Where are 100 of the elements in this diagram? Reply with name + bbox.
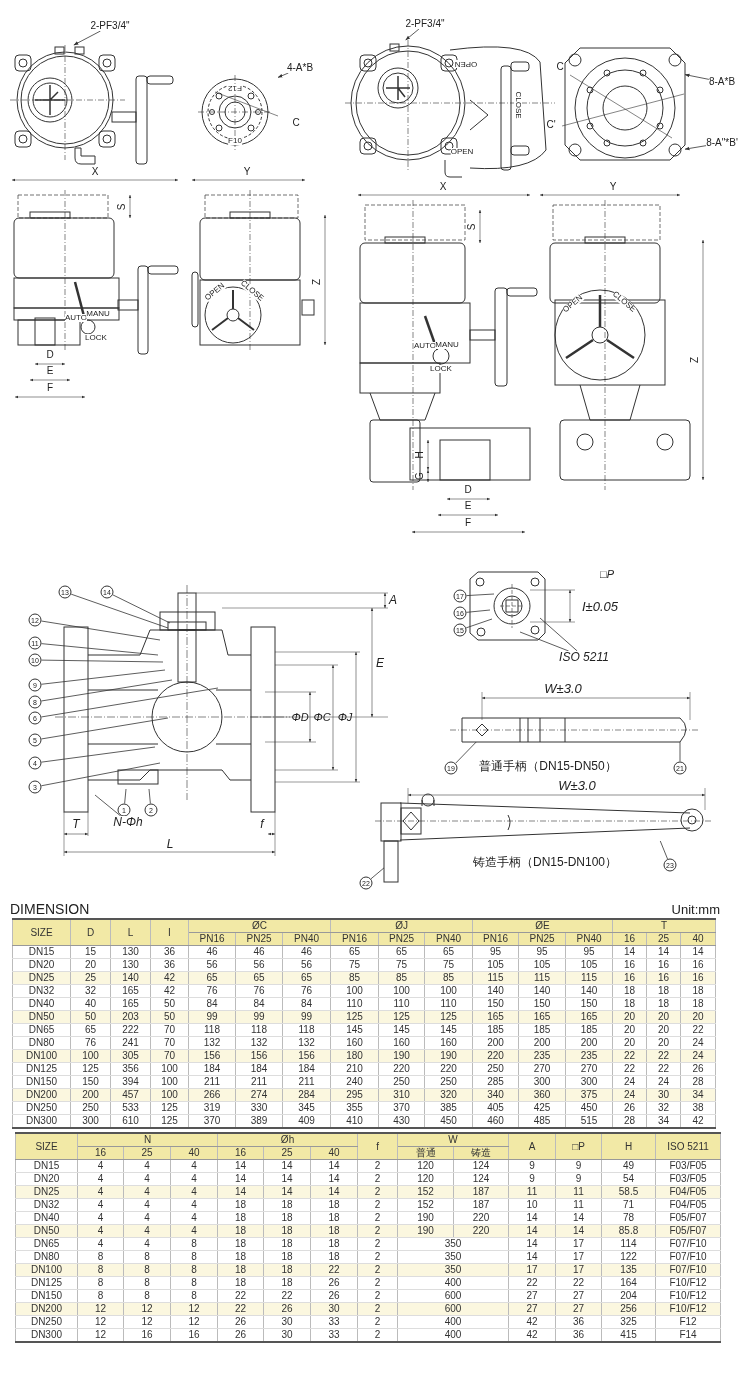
table-cell: 18 bbox=[310, 1250, 358, 1264]
dimension-label: S bbox=[467, 223, 477, 231]
table-cell: 165 bbox=[110, 997, 151, 1011]
callout-label: 2-PF3/4" bbox=[405, 19, 445, 29]
marking-text: AUTO bbox=[64, 314, 88, 322]
dimension-label: E bbox=[46, 366, 54, 376]
leader-line bbox=[41, 687, 219, 718]
table-cell: 36 bbox=[150, 958, 189, 972]
unit-note: Unit:mm bbox=[671, 903, 720, 916]
table-cell: 114 bbox=[601, 1237, 656, 1251]
table-cell: 95 bbox=[518, 945, 566, 959]
table-cell: 184 bbox=[188, 1062, 236, 1076]
table-cell: 18 bbox=[646, 997, 681, 1011]
leader-line bbox=[41, 762, 161, 787]
table-cell: 17 bbox=[555, 1250, 602, 1264]
leader-line bbox=[148, 788, 151, 804]
table-cell: 18 bbox=[217, 1250, 264, 1264]
table-cell: 355 bbox=[330, 1101, 379, 1115]
table-cell: 9 bbox=[508, 1159, 556, 1173]
table-cell: 4 bbox=[123, 1211, 171, 1225]
table-cell: 18 bbox=[217, 1211, 264, 1225]
table-cell: 132 bbox=[282, 1036, 331, 1050]
table-cell: 250 bbox=[378, 1075, 425, 1089]
table-cell: 26 bbox=[310, 1276, 358, 1290]
table-cell: 78 bbox=[601, 1211, 656, 1225]
table-cell: 211 bbox=[235, 1075, 283, 1089]
table-cell: 220 bbox=[453, 1211, 509, 1225]
column-header: SIZE bbox=[15, 1133, 78, 1160]
table-cell: 185 bbox=[472, 1023, 519, 1037]
table-cell: 20 bbox=[70, 958, 111, 972]
table-cell: 150 bbox=[70, 1075, 111, 1089]
table-cell: 8 bbox=[123, 1250, 171, 1264]
table-cell: 18 bbox=[680, 997, 716, 1011]
table-cell: 120 bbox=[397, 1159, 454, 1173]
marking-text: AUTO bbox=[413, 342, 437, 350]
table-cell: 140 bbox=[565, 984, 613, 998]
dimension-label: F bbox=[464, 518, 472, 528]
table-cell: 350 bbox=[397, 1237, 509, 1251]
table-cell: 27 bbox=[508, 1289, 556, 1303]
leader-line bbox=[466, 609, 491, 613]
table-cell: 22 bbox=[612, 1062, 647, 1076]
table-cell: 400 bbox=[397, 1315, 509, 1329]
table-cell: 14 bbox=[646, 945, 681, 959]
table-cell: 8 bbox=[123, 1289, 171, 1303]
table-cell: 18 bbox=[612, 997, 647, 1011]
dimension-label: Z bbox=[690, 356, 700, 364]
table-cell: 46 bbox=[235, 945, 283, 959]
table-cell: 125 bbox=[150, 1101, 189, 1115]
callout-label: N-Φh bbox=[113, 816, 143, 828]
column-header: ISO 5211 bbox=[655, 1133, 721, 1160]
table-cell: 65 bbox=[378, 945, 425, 959]
dimension-label: C bbox=[556, 62, 564, 72]
table-cell: 14 bbox=[310, 1159, 358, 1173]
table-cell: 8 bbox=[170, 1250, 218, 1264]
table-cell: 12 bbox=[170, 1315, 218, 1329]
table-cell: 16 bbox=[680, 958, 716, 972]
table-cell: 100 bbox=[150, 1075, 189, 1089]
table-cell: 184 bbox=[282, 1062, 331, 1076]
table-cell: 152 bbox=[397, 1198, 454, 1212]
table-cell: 26 bbox=[612, 1101, 647, 1115]
dimension-label: ΦJ bbox=[337, 711, 353, 723]
table-cell: 65 bbox=[70, 1023, 111, 1037]
table-cell: 356 bbox=[110, 1062, 151, 1076]
table-cell: 14 bbox=[612, 945, 647, 959]
column-header: W bbox=[397, 1133, 509, 1147]
table-cell: 200 bbox=[472, 1036, 519, 1050]
table-cell: 105 bbox=[472, 958, 519, 972]
marking-text: F12 bbox=[228, 84, 242, 92]
table-cell: 24 bbox=[680, 1036, 716, 1050]
table-cell: 9 bbox=[555, 1159, 602, 1173]
dimension-label: Y bbox=[243, 167, 251, 177]
leader-line bbox=[124, 788, 127, 804]
dimension-label: E bbox=[464, 501, 472, 511]
leader-line bbox=[679, 741, 681, 762]
leader-line bbox=[455, 741, 477, 764]
table-cell: 22 bbox=[646, 1062, 681, 1076]
table-cell: DN40 bbox=[12, 997, 71, 1011]
table-cell: 26 bbox=[310, 1289, 358, 1303]
table-cell: 222 bbox=[110, 1023, 151, 1037]
table-cell: 2 bbox=[357, 1250, 398, 1264]
table-cell: 300 bbox=[518, 1075, 566, 1089]
table-cell: DN80 bbox=[15, 1250, 78, 1264]
table-cell: 56 bbox=[282, 958, 331, 972]
marking-text: LOCK bbox=[430, 365, 452, 373]
table-cell: F10/F12 bbox=[655, 1289, 721, 1303]
table-cell: 26 bbox=[680, 1062, 716, 1076]
table-cell: 20 bbox=[646, 1036, 681, 1050]
table-cell: 22 bbox=[508, 1276, 556, 1290]
leader-line bbox=[41, 679, 173, 702]
leader-line bbox=[41, 659, 164, 663]
table-cell: 350 bbox=[397, 1250, 509, 1264]
dimension-label: F bbox=[46, 383, 54, 393]
table-cell: 4 bbox=[123, 1172, 171, 1186]
table-cell: F05/F07 bbox=[655, 1211, 721, 1225]
table-cell: 14 bbox=[680, 945, 716, 959]
table-cell: 76 bbox=[70, 1036, 111, 1050]
column-header: ØE bbox=[472, 919, 613, 933]
table-cell: 270 bbox=[565, 1062, 613, 1076]
leader-line bbox=[659, 840, 668, 860]
actuator-top-view-drawing bbox=[344, 39, 556, 178]
